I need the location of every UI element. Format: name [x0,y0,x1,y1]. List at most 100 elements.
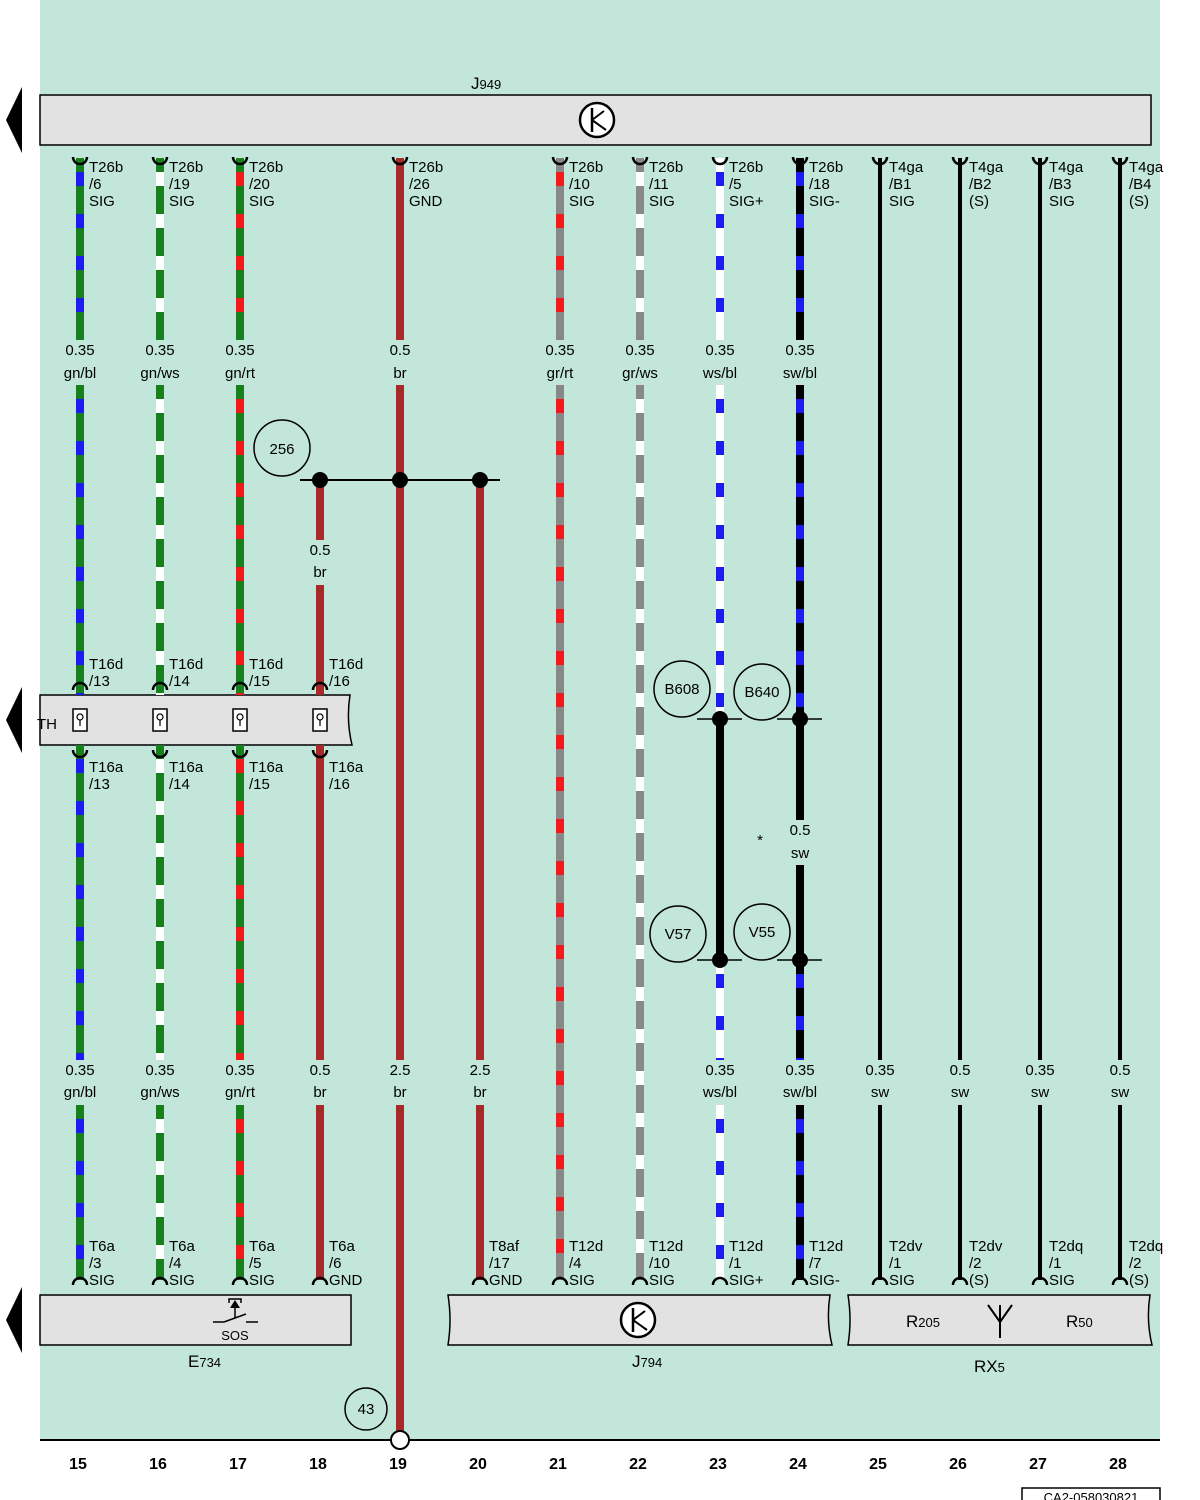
splice-point [792,952,808,968]
svg-text:43: 43 [358,1401,375,1418]
wire-21-segment-stripe [556,1197,564,1211]
wire-19-segment [396,1105,404,1440]
wire-23-segment [716,385,724,719]
wire-20-lower-spec: 2.5 [470,1062,491,1079]
wire-24-lower-spec: 0.35 [785,1062,814,1079]
wire-18-bottom-pin-label: /6 [329,1255,342,1272]
wire-16-segment-stripe [156,525,164,539]
wire-23-segment [716,719,724,960]
wire-27-lower-spec: sw [1031,1084,1050,1101]
wire-23-segment-stripe [716,1119,724,1133]
wire-15-segment-stripe [76,801,84,815]
pin-connector-icon [1031,1276,1049,1286]
wire-23-segment-stripe [716,483,724,497]
pin-connector-icon [151,156,169,166]
wire-15-segment-stripe [76,1119,84,1133]
wire-22-bottom-pin-label: SIG [649,1272,675,1289]
diagram-right-margin [1160,0,1200,1440]
wire-17-bottom-pin-label: T6a [249,1238,276,1255]
column-number-21: 21 [549,1456,567,1473]
wire-18-th-bottom-label: /16 [329,776,350,793]
wire-22-segment-stripe [636,945,644,959]
wire-23-segment-stripe [716,609,724,623]
wire-23-segment-stripe [716,1016,724,1030]
wire-17-th-top-label: /15 [249,673,270,690]
wire-20-segment [476,480,484,1060]
pin-connector-icon [231,1276,249,1286]
pin-connector-icon [71,1276,89,1286]
wire-16-segment-stripe [156,759,164,773]
wire-22-segment-stripe [636,172,644,186]
wire-21-segment-stripe [556,609,564,623]
wire-18-lower-spec: 0.5 [310,1062,331,1079]
pin-connector-icon [871,1276,889,1286]
column-number-24: 24 [789,1456,807,1473]
wire-24-bottom-pin-label: SIG- [809,1272,840,1289]
wire-17-segment-stripe [236,609,244,623]
wire-20-bottom-pin-label: T8af [489,1238,520,1255]
wire-28-bottom-pin-label: T2dq [1129,1238,1163,1255]
wire-25-segment [878,158,882,1060]
wire-15-segment-stripe [76,759,84,773]
wire-16-segment-stripe [156,843,164,857]
pin-connector-icon [1031,156,1049,166]
wire-22-top-pin-label: T26b [649,159,683,176]
wire-17-segment-stripe [236,525,244,539]
pin-connector-icon [551,156,569,166]
wire-28-segment [1118,1105,1122,1280]
wire-21-upper-spec: 0.35 [545,342,574,359]
wire-21-segment-stripe [556,1029,564,1043]
wire-17-upper-spec: gn/rt [225,365,256,382]
electronic-control-unit-icon [578,101,616,139]
wire-24-segment-stripe [796,1161,804,1175]
column-number-18: 18 [309,1456,327,1473]
wires-layer [71,156,1129,1440]
wire-23-segment [716,1105,724,1280]
wire-15-segment-stripe [76,483,84,497]
wire-16-segment-stripe [156,1119,164,1133]
wire-17-lower-spec: gn/rt [225,1084,256,1101]
wire-23-segment-stripe [716,1058,724,1060]
wire-15-segment [76,1105,84,1280]
wire-15-segment-stripe [76,172,84,186]
component-e734-label: E734 [188,1352,221,1371]
wire-17-segment-stripe [236,927,244,941]
ref-b640: B640 [733,663,791,721]
wire-22-segment-stripe [636,819,644,833]
component-th-label: TH [37,716,57,733]
wire-21-segment-stripe [556,567,564,581]
wire-24-mid-spec: sw [791,845,810,862]
wire-21-segment-stripe [556,399,564,413]
wire-15-segment-stripe [76,298,84,312]
sos-pushbutton-icon [213,1298,258,1323]
wire-16-segment-stripe [156,969,164,983]
pin-connector-icon [71,681,89,691]
wire-20-bottom-pin-label: /17 [489,1255,510,1272]
wire-28-top-pin-label: /B4 [1129,176,1152,193]
wire-17-segment-stripe [236,1161,244,1175]
arrow-left-icon [6,1287,22,1353]
wire-16-segment-stripe [156,927,164,941]
wire-16-segment-stripe [156,651,164,665]
splice-point [392,472,408,488]
wire-17-segment-stripe [236,693,244,695]
wire-15-th-top-label: /13 [89,673,110,690]
wire-17-segment-stripe [236,1245,244,1259]
wire-16-segment-stripe [156,1161,164,1175]
wire-21-bottom-pin-label: SIG [569,1272,595,1289]
arrow-left-icon [6,87,22,153]
wire-22-segment-stripe [636,1197,644,1211]
wire-17-segment-stripe [236,399,244,413]
wire-27-bottom-pin-label: /1 [1049,1255,1062,1272]
column-number-20: 20 [469,1456,487,1473]
wire-16-segment-stripe [156,1245,164,1259]
component-j794-label: J794 [632,1352,662,1371]
wire-16-segment-stripe [156,1011,164,1025]
wire-24-segment [796,865,804,960]
wire-17-segment-stripe [236,759,244,773]
wire-17-segment-stripe [236,298,244,312]
wire-26-segment [958,158,962,1060]
wire-26-segment [958,1105,962,1280]
wire-16-segment [156,385,164,695]
wire-20-lower-spec: br [473,1084,486,1101]
